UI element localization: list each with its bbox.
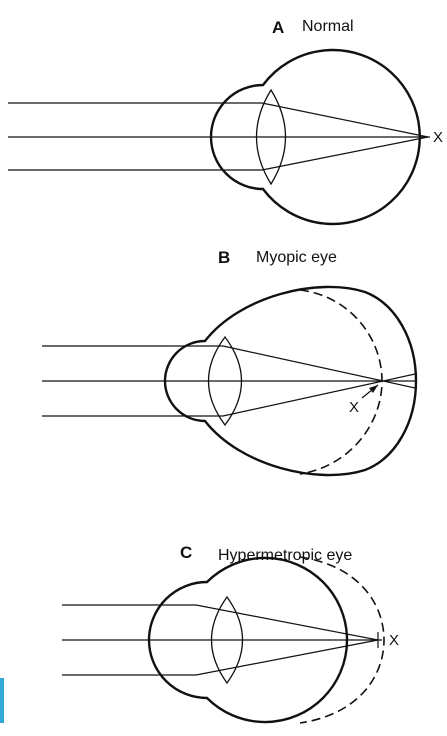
panel-b-label: Myopic eye	[256, 249, 337, 266]
panel-c-converging-ray-top	[196, 605, 378, 640]
panel-b-converging-ray-bottom	[223, 374, 415, 416]
panel-b-focus-mark: X	[349, 399, 359, 416]
panel-a-converging-ray-bottom	[262, 137, 428, 170]
panel-b-letter: B	[218, 248, 230, 267]
panel-c-focus-mark: X	[389, 632, 399, 649]
edge-bar	[0, 678, 4, 723]
panel-c-hypermetropic: C Hypermetropic eye X	[62, 543, 399, 723]
panel-a-letter: A	[272, 18, 284, 37]
panel-a-converging-ray-top	[262, 103, 428, 137]
panel-a-focus-mark: X	[433, 129, 443, 146]
panel-b-normal-globe-outline	[300, 290, 382, 474]
panel-b-myopic: B Myopic eye X	[42, 248, 416, 475]
panel-c-converging-ray-bottom	[196, 640, 378, 675]
panel-b-converging-ray-top	[223, 346, 415, 388]
panel-a-normal: A Normal X	[8, 18, 443, 224]
panel-c-letter: C	[180, 543, 192, 562]
panel-a-label: Normal	[302, 18, 354, 35]
